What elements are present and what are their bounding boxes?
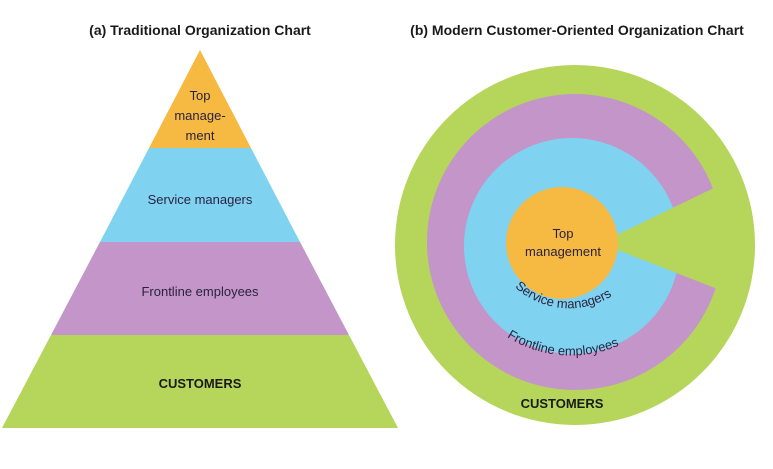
- pyramid-service-label: Service managers: [148, 192, 253, 207]
- pyramid-top-line3: ment: [186, 128, 215, 143]
- customer-wedge: [600, 185, 730, 290]
- pyramid-level-top: [149, 50, 251, 148]
- core-top-management: [506, 187, 618, 299]
- pyramid: [2, 50, 398, 428]
- pyramid-level-customers: [2, 335, 398, 428]
- pyramid-level-service: [100, 148, 300, 242]
- core-top-line2: management: [525, 244, 601, 259]
- pyramid-level-frontline: [51, 242, 349, 335]
- core-top-line1: Top: [553, 226, 574, 241]
- pyramid-customers-label: CUSTOMERS: [159, 376, 242, 391]
- pyramid-top-line2: manage-: [174, 108, 225, 123]
- pyramid-top-line1: Top: [190, 88, 211, 103]
- ring-customers-label: CUSTOMERS: [521, 396, 604, 411]
- panel-b-title: (b) Modern Customer-Oriented Organizatio…: [410, 22, 744, 38]
- panel-a-title: (a) Traditional Organization Chart: [89, 22, 311, 38]
- pyramid-frontline-label: Frontline employees: [141, 284, 259, 299]
- concentric-chart: [395, 65, 755, 425]
